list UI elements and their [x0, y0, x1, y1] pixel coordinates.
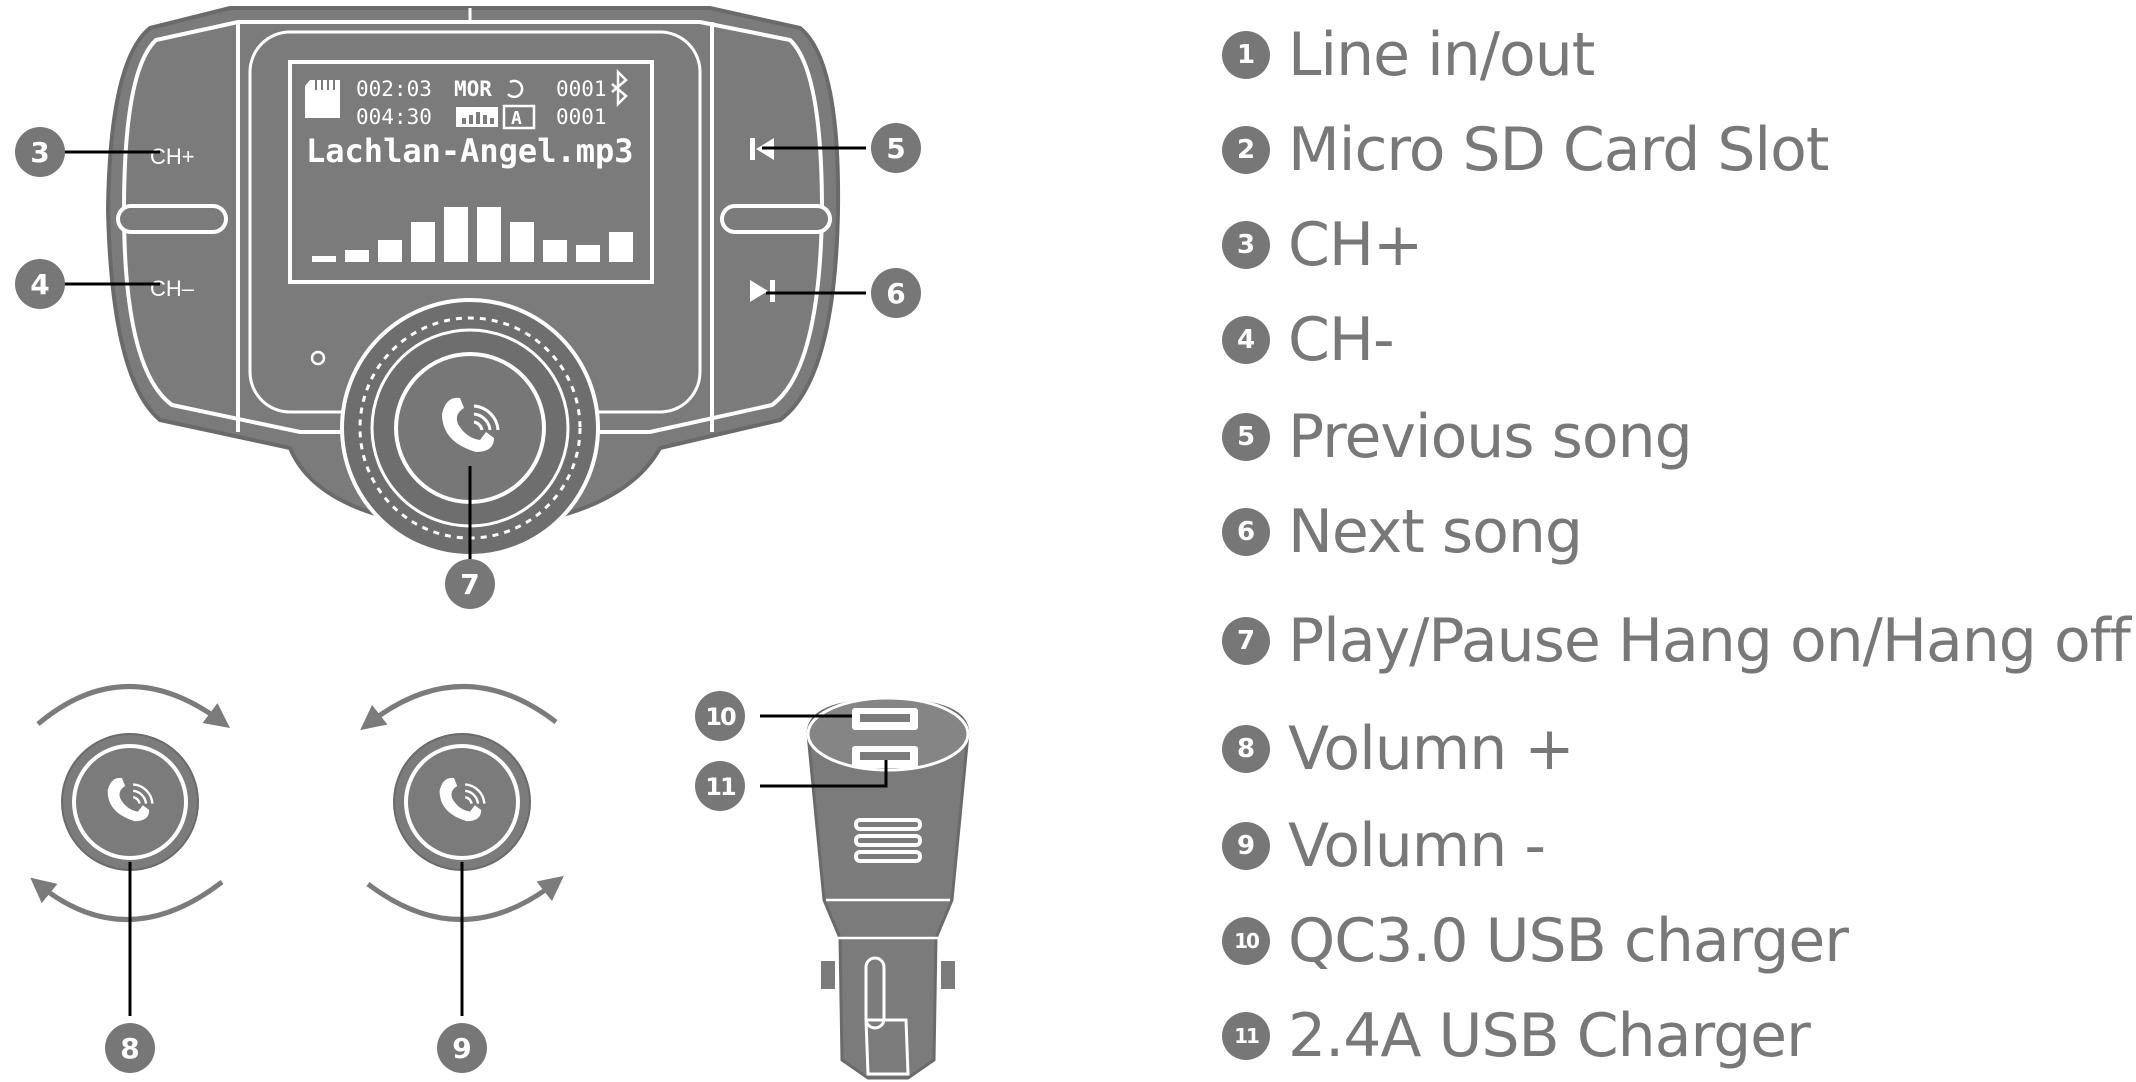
callout-8: 8 [105, 1023, 155, 1073]
legend-label: Volumn + [1288, 714, 1575, 784]
eq-bar [576, 245, 600, 262]
legend-label: QC3.0 USB charger [1288, 906, 1849, 976]
legend-number: 6 [1222, 508, 1270, 556]
svg-text:6: 6 [886, 277, 905, 310]
legend-number: 1 [1222, 31, 1270, 79]
legend-label: Next song [1288, 497, 1583, 567]
svg-text:7: 7 [460, 568, 479, 601]
legend-item: 9 Volumn - [1222, 811, 1546, 881]
callout-9: 9 [437, 1023, 487, 1073]
legend-number: 4 [1222, 316, 1270, 364]
volume-up-diagram [30, 684, 231, 1016]
legend-label: Micro SD Card Slot [1288, 115, 1829, 185]
legend-item: 7 Play/Pause Hang on/Hang off [1222, 606, 2131, 676]
callout-3: 3 [15, 127, 65, 177]
legend-item: 1 Line in/out [1222, 20, 1595, 90]
eq-bar [411, 222, 435, 262]
phone-icon [442, 397, 500, 452]
legend-number: 5 [1222, 413, 1270, 461]
song-divider-pill [720, 204, 832, 234]
lcd-time-total: 004:30 [356, 105, 432, 129]
svg-text:3: 3 [30, 136, 49, 169]
bluetooth-icon [611, 68, 628, 108]
callout-4: 4 [15, 259, 65, 309]
sd-card-icon [305, 80, 340, 118]
usb-port-icon [852, 708, 918, 730]
repeat-icon [507, 79, 524, 99]
ch-plus-button[interactable]: CH+ [150, 144, 195, 169]
callout-10: 10 [695, 691, 745, 741]
legend-number: 10 [1222, 917, 1270, 965]
legend-label: CH+ [1288, 210, 1423, 280]
car-plug [760, 696, 970, 1080]
control-knob[interactable] [340, 298, 600, 558]
callout-lines [64, 146, 866, 560]
eq-bar [345, 250, 369, 262]
legend-number: 11 [1222, 1012, 1270, 1060]
lcd-time-elapsed: 002:03 [356, 77, 432, 101]
lcd-mode-label: MOR [454, 77, 492, 101]
lcd-track-b: 0001 [556, 105, 607, 129]
legend-number: 3 [1222, 221, 1270, 269]
ch-divider-pill [116, 204, 228, 234]
legend-label: 2.4A USB Charger [1288, 1001, 1811, 1071]
eq-bar [510, 222, 534, 262]
legend-number: 8 [1222, 725, 1270, 773]
legend-label: Play/Pause Hang on/Hang off [1288, 606, 2131, 676]
svg-text:9: 9 [452, 1032, 471, 1065]
legend-label: Volumn - [1288, 811, 1546, 881]
legend-item: 2 Micro SD Card Slot [1222, 115, 1829, 185]
svg-text:8: 8 [120, 1032, 139, 1065]
legend-label: CH- [1288, 305, 1395, 375]
eq-bar [543, 240, 567, 262]
signal-badge [456, 107, 498, 127]
svg-text:5: 5 [886, 132, 905, 165]
legend-item: 11 2.4A USB Charger [1222, 1001, 1811, 1071]
eq-mode-badge [502, 104, 536, 130]
mic-hole [310, 350, 326, 366]
svg-text:4: 4 [30, 268, 49, 301]
eq-bar [609, 232, 633, 262]
lcd-track-a: 0001 [556, 77, 607, 101]
legend-item: 4 CH- [1222, 305, 1395, 375]
eq-mode-letter: A [511, 108, 522, 129]
svg-text:11: 11 [705, 773, 736, 801]
callout-5: 5 [871, 123, 921, 173]
legend-label: Line in/out [1288, 20, 1595, 90]
eq-bar [444, 207, 468, 262]
legend-item: 6 Next song [1222, 497, 1583, 567]
legend-number: 7 [1222, 617, 1270, 665]
legend-item: 10 QC3.0 USB charger [1222, 906, 1849, 976]
next-icon[interactable] [750, 280, 775, 302]
legend-number: 9 [1222, 822, 1270, 870]
legend-item: 3 CH+ [1222, 210, 1423, 280]
callout-11: 11 [695, 761, 745, 811]
lcd-screen: 002:03 004:30 MOR A 0001 0001 Lachlan-An… [288, 60, 654, 284]
ch-minus-button[interactable]: CH– [150, 276, 195, 301]
phone-icon [107, 777, 154, 822]
eq-bar [378, 240, 402, 262]
eq-bar [477, 207, 501, 262]
legend-label: Previous song [1288, 402, 1693, 472]
callout-6: 6 [871, 268, 921, 318]
legend-item: 5 Previous song [1222, 402, 1693, 472]
volume-down-diagram [360, 684, 564, 1016]
lcd-filename: Lachlan-Angel.mp3 [306, 132, 634, 170]
legend-number: 2 [1222, 126, 1270, 174]
legend-item: 8 Volumn + [1222, 714, 1575, 784]
eq-visualizer [312, 207, 633, 262]
usb-port-icon [852, 746, 918, 768]
callout-7: 7 [445, 559, 495, 609]
eq-bar [312, 256, 336, 262]
svg-text:10: 10 [705, 703, 736, 731]
phone-icon [439, 777, 486, 822]
